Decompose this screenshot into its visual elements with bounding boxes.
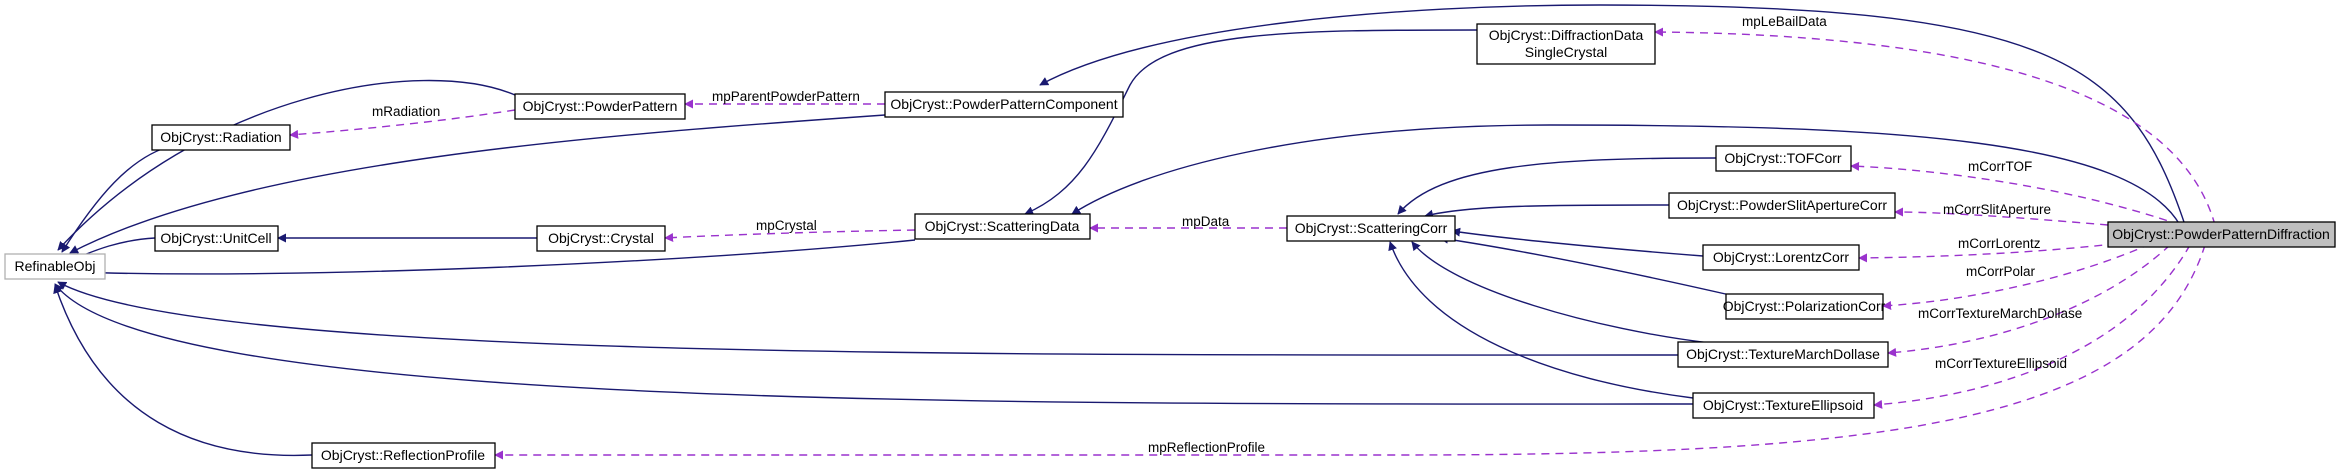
inheritance-edges xyxy=(53,4,2186,457)
node-radiation-label: ObjCryst::Radiation xyxy=(160,129,281,145)
label-mcorrslitaperture: mCorrSlitAperture xyxy=(1943,202,2051,217)
node-scatteringdata[interactable]: ObjCryst::ScatteringData xyxy=(914,213,1091,240)
node-refinableobj-label: RefinableObj xyxy=(15,258,96,274)
node-polarizationcorr[interactable]: ObjCryst::PolarizationCorr xyxy=(1723,293,1886,320)
label-mcorrpolar: mCorrPolar xyxy=(1966,264,2036,279)
edge-member-mcorrtexturemarchdollase xyxy=(1887,244,2171,357)
node-radiation[interactable]: ObjCryst::Radiation xyxy=(151,124,291,151)
member-edges xyxy=(289,27,2216,460)
edge-labels: mRadiation mpParentPowderPattern mpCryst… xyxy=(372,14,2082,455)
label-mpdata: mpData xyxy=(1182,214,1230,229)
label-mplebaildata: mpLeBailData xyxy=(1742,14,1827,29)
node-tofcorr-label: ObjCryst::TOFCorr xyxy=(1724,150,1842,166)
edge-reflectionprofile-inherits-refinableobj xyxy=(53,284,313,457)
label-mcorrtof: mCorrTOF xyxy=(1968,159,2032,174)
node-scatteringcorr[interactable]: ObjCryst::ScatteringCorr xyxy=(1286,215,1456,242)
label-mpcrystal: mpCrystal xyxy=(756,218,817,233)
node-texturemarchdollase[interactable]: ObjCryst::TextureMarchDollase xyxy=(1677,341,1889,368)
edge-member-mplebaildata xyxy=(1654,27,2216,226)
node-tofcorr[interactable]: ObjCryst::TOFCorr xyxy=(1715,145,1852,172)
label-mpreflectionprofile: mpReflectionProfile xyxy=(1148,440,1265,455)
label-mcorrlorentz: mCorrLorentz xyxy=(1958,236,2041,251)
nodes: RefinableObj ObjCryst::Radiation ObjCrys… xyxy=(4,23,2336,469)
edge-member-mradiation xyxy=(289,109,516,139)
edge-textureellipsoid-inherits-refinableobj xyxy=(54,283,1694,405)
edge-polarizationcorr-inherits-scatteringcorr xyxy=(1439,234,1731,296)
node-powderpattern[interactable]: ObjCryst::PowderPattern xyxy=(514,93,686,120)
label-mcorrtexturemarchdollase: mCorrTextureMarchDollase xyxy=(1918,306,2082,321)
edge-powderpatterndiffraction-inherits-scatteringdata xyxy=(1071,124,2181,226)
node-powderslitaperturecorr[interactable]: ObjCryst::PowderSlitApertureCorr xyxy=(1668,192,1896,219)
node-reflectionprofile[interactable]: ObjCryst::ReflectionProfile xyxy=(311,442,496,469)
label-mradiation: mRadiation xyxy=(372,104,440,119)
edge-lorentzcorr-inherits-scatteringcorr xyxy=(1451,227,1704,257)
edge-scatteringdata-inherits-refinableobj xyxy=(74,239,916,277)
node-diffractiondata-singlecrystal[interactable]: ObjCryst::DiffractionData SingleCrystal xyxy=(1476,23,1656,65)
edge-member-mpcrystal xyxy=(664,229,916,243)
edge-member-mcorrtof xyxy=(1850,161,2181,226)
edge-texturemarchdollase-inherits-refinableobj xyxy=(57,281,1679,356)
edge-powderpatterncomponent-inherits-refinableobj xyxy=(69,114,886,254)
edge-tofcorr-inherits-scatteringcorr xyxy=(1397,157,1717,215)
node-texturemarchdollase-label: ObjCryst::TextureMarchDollase xyxy=(1686,346,1880,362)
node-polarizationcorr-label: ObjCryst::PolarizationCorr xyxy=(1723,298,1886,314)
node-reflectionprofile-label: ObjCryst::ReflectionProfile xyxy=(321,447,485,463)
node-scatteringdata-label: ObjCryst::ScatteringData xyxy=(925,218,1080,234)
edge-textureellipsoid-inherits-scatteringcorr xyxy=(1388,241,1694,399)
node-powderpatterncomponent[interactable]: ObjCryst::PowderPatternComponent xyxy=(884,91,1124,118)
edge-powderpattern-inherits-refinableobj xyxy=(57,79,516,251)
edge-powderpatterndiffraction-inherits-powderpatterncomponent xyxy=(1039,4,2186,226)
label-mcorrtextureellipsoid: mCorrTextureEllipsoid xyxy=(1935,356,2067,371)
node-powderpatterncomponent-label: ObjCryst::PowderPatternComponent xyxy=(890,96,1117,112)
edge-texturemarchdollase-inherits-scatteringcorr xyxy=(1411,241,1711,344)
node-scatteringcorr-label: ObjCryst::ScatteringCorr xyxy=(1295,220,1448,236)
node-unitcell-label: ObjCryst::UnitCell xyxy=(160,230,271,246)
node-diffractiondata-label-line1: ObjCryst::DiffractionData xyxy=(1489,27,1644,43)
edge-member-mcorrlorentz xyxy=(1858,241,2131,263)
edge-powderslitaperturecorr-inherits-scatteringcorr xyxy=(1424,204,1670,219)
node-lorentzcorr-label: ObjCryst::LorentzCorr xyxy=(1713,249,1849,265)
node-crystal-label: ObjCryst::Crystal xyxy=(548,230,654,246)
edge-member-mcorrtextureellipsoid xyxy=(1873,244,2191,409)
node-textureellipsoid-label: ObjCryst::TextureEllipsoid xyxy=(1703,397,1863,413)
node-textureellipsoid[interactable]: ObjCryst::TextureEllipsoid xyxy=(1692,392,1875,419)
node-powderpattern-label: ObjCryst::PowderPattern xyxy=(523,98,678,114)
node-powderpatterndiffraction-label: ObjCryst::PowderPatternDiffraction xyxy=(2112,226,2330,242)
node-powderpatterndiffraction[interactable]: ObjCryst::PowderPatternDiffraction xyxy=(2107,221,2336,248)
node-unitcell[interactable]: ObjCryst::UnitCell xyxy=(154,225,279,252)
node-lorentzcorr[interactable]: ObjCryst::LorentzCorr xyxy=(1702,244,1860,271)
edge-diffractiondata-inherits-scatteringdata xyxy=(1024,29,1478,215)
node-diffractiondata-label-line2: SingleCrystal xyxy=(1525,44,1607,60)
node-refinableobj[interactable]: RefinableObj xyxy=(4,253,106,280)
edge-member-mcorrpolar xyxy=(1882,243,2151,310)
node-powderslitaperturecorr-label: ObjCryst::PowderSlitApertureCorr xyxy=(1677,197,1887,213)
node-crystal[interactable]: ObjCryst::Crystal xyxy=(536,225,666,252)
label-mpparentpowderpattern: mpParentPowderPattern xyxy=(712,89,860,104)
